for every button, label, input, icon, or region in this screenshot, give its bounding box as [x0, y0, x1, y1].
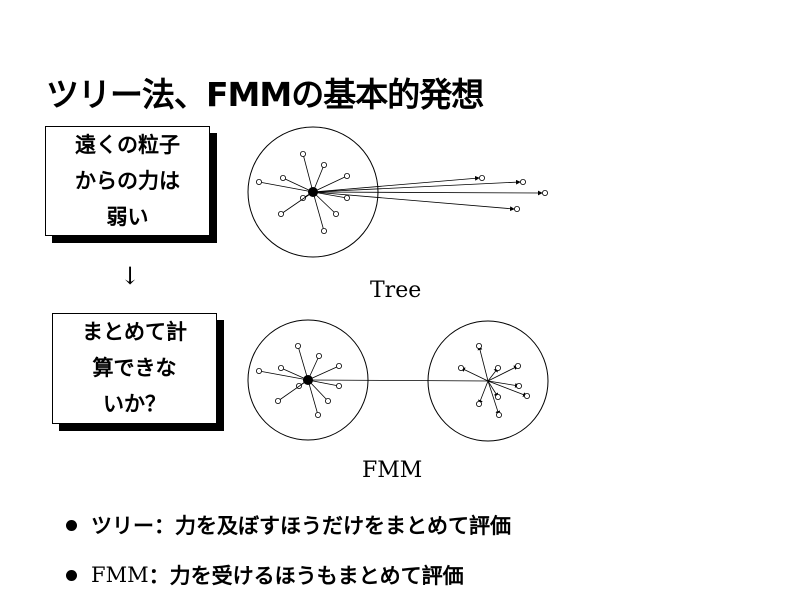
particle	[315, 352, 322, 359]
particle	[515, 362, 522, 369]
force-line	[277, 379, 309, 402]
force-line	[487, 380, 520, 388]
particle	[516, 382, 523, 389]
bullet-dot-icon	[66, 569, 77, 581]
fmm-diagram	[247, 319, 549, 442]
force-arrow	[312, 190, 543, 196]
force-line	[477, 345, 489, 382]
particle	[335, 362, 342, 369]
particle	[495, 411, 502, 418]
particle	[524, 392, 531, 399]
distant-particle	[514, 205, 521, 212]
force-line	[312, 175, 348, 193]
force-line	[307, 379, 319, 416]
particle	[274, 397, 281, 404]
force-line	[297, 345, 309, 381]
note-line: 遠くの粒子	[75, 133, 180, 157]
bullet-label: FMM	[91, 563, 149, 587]
force-arrow	[312, 179, 521, 193]
force-line	[258, 370, 309, 381]
down-arrow-icon: ↓	[120, 262, 141, 290]
particle	[343, 172, 350, 179]
force-line	[487, 365, 519, 382]
bullet-text: ：力を及ぼすほうだけをまとめて評価	[154, 514, 511, 538]
bullet-label: ツリー	[91, 514, 154, 538]
note-line: まとめて計	[82, 320, 187, 344]
force-line	[258, 181, 314, 193]
note-box-combine: まとめて計 算できな いか？	[52, 313, 217, 424]
particle	[494, 393, 501, 400]
particle	[324, 397, 331, 404]
bullet-text: ：力を受けるほうもまとめて評価	[148, 564, 464, 588]
bullet-item-tree: ツリー ：力を及ぼすほうだけをまとめて評価	[66, 510, 511, 540]
particle	[320, 227, 327, 234]
particle	[255, 367, 262, 374]
particle	[314, 411, 321, 418]
distant-particle	[542, 189, 549, 196]
particle	[299, 150, 306, 157]
particle	[457, 364, 464, 371]
particle	[475, 400, 482, 407]
force-line	[307, 365, 340, 381]
tree-caption: Tree	[370, 278, 422, 303]
particle	[475, 342, 482, 349]
force-line	[302, 153, 314, 193]
fmm-caption: FMM	[362, 458, 423, 483]
particle	[494, 364, 501, 371]
particle	[277, 210, 284, 217]
force-line	[307, 379, 340, 387]
force-line	[312, 191, 325, 232]
note-box-far-particles: 遠くの粒子 からの力は 弱い	[45, 126, 210, 236]
distant-particle	[520, 178, 527, 185]
force-line	[487, 380, 501, 416]
particle	[279, 174, 286, 181]
particle	[277, 364, 284, 371]
distant-particle	[478, 174, 485, 181]
note-line: 弱い	[106, 205, 149, 229]
force-line	[280, 191, 314, 215]
force-line	[487, 380, 499, 398]
particle	[332, 210, 339, 217]
particle	[343, 194, 350, 201]
force-line	[312, 191, 337, 215]
force-arrow	[312, 175, 480, 193]
force-line	[478, 380, 489, 405]
force-line	[312, 191, 348, 199]
note-line: からの力は	[75, 169, 180, 193]
particle	[294, 342, 301, 349]
particle	[255, 178, 262, 185]
force-arrow	[312, 191, 515, 212]
force-line	[487, 380, 528, 397]
force-line	[282, 177, 314, 193]
particle	[320, 161, 327, 168]
force-line	[460, 367, 489, 382]
bullet-item-fmm: FMM ：力を受けるほうもまとめて評価	[66, 560, 464, 590]
cluster-circle	[427, 320, 549, 442]
cluster-interaction-line	[307, 379, 489, 382]
tree-diagram	[247, 126, 549, 258]
slide-title: ツリー法、FMMの基本的発想	[46, 75, 484, 114]
bullet-dot-icon	[66, 519, 77, 531]
particle	[335, 382, 342, 389]
note-line: いか？	[103, 392, 166, 416]
note-line: 算できな	[92, 356, 177, 380]
